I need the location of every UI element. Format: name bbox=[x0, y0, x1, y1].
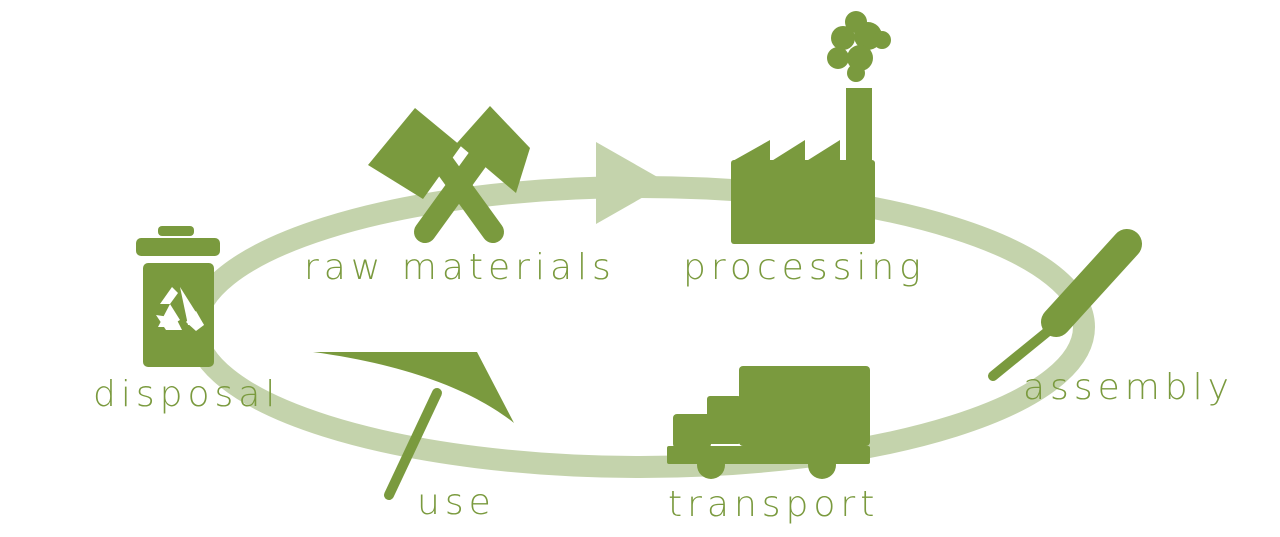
factory-icon bbox=[731, 11, 891, 244]
label-assembly: assembly bbox=[1023, 367, 1234, 408]
label-disposal: disposal bbox=[93, 374, 281, 415]
label-transport: transport bbox=[668, 484, 880, 525]
flow-arrow-icon bbox=[596, 142, 668, 224]
label-processing: processing bbox=[683, 247, 926, 288]
cycle-ring bbox=[185, 176, 1095, 478]
label-raw-materials: raw materials bbox=[304, 247, 616, 288]
truck-icon bbox=[667, 366, 870, 479]
crossed-hammers-icon bbox=[368, 106, 530, 243]
recycle-icon bbox=[156, 287, 204, 331]
umbrella-icon bbox=[313, 352, 514, 500]
screwdriver-icon bbox=[988, 229, 1142, 381]
label-use: use bbox=[417, 482, 496, 523]
recycle-bin-icon bbox=[136, 226, 220, 367]
